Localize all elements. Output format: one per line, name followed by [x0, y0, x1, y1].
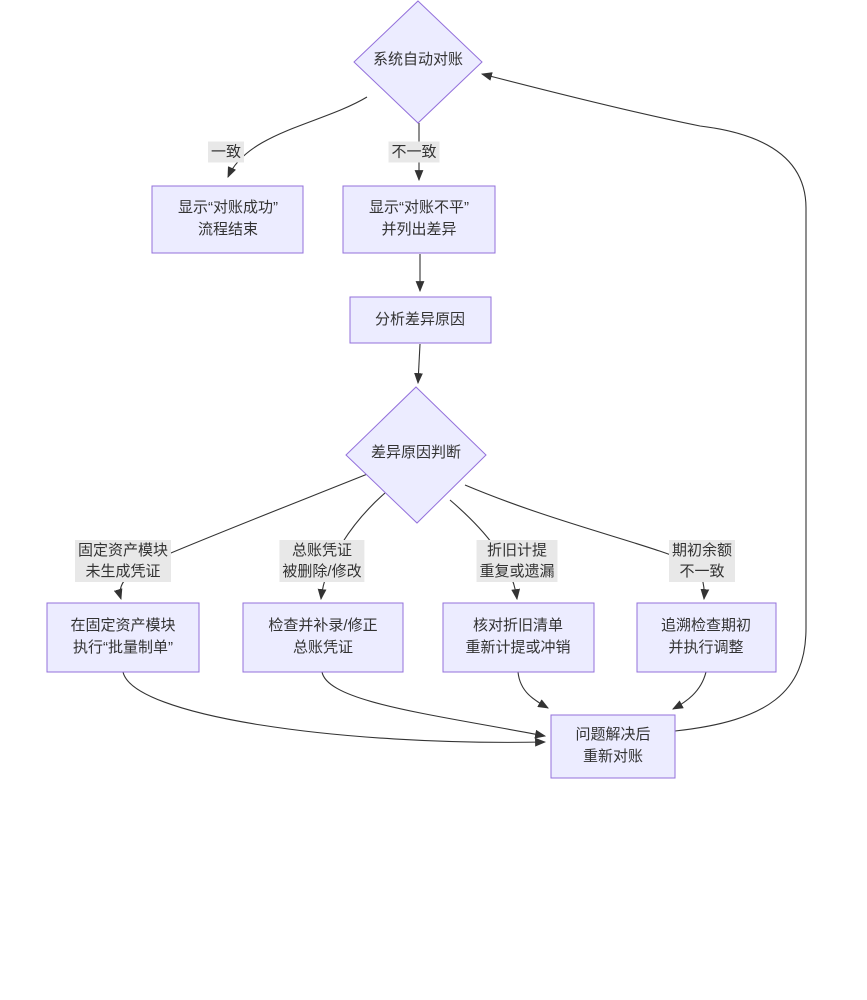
unbalanced-box: [342, 185, 496, 254]
edge-label-fixed-asset-no-voucher: 固定资产模块 未生成凭证: [74, 540, 172, 582]
fix-fixed-asset-box: [46, 602, 200, 673]
success-box: [151, 185, 304, 254]
edge-fix-fixed-asset-to-retry: [122, 671, 547, 747]
analyze-box: [349, 296, 492, 344]
edge-label-mismatch: 不一致: [388, 141, 440, 163]
edge-retry-loop-to-start: [480, 72, 807, 732]
edge-fix-gl-voucher-to-retry: [321, 671, 547, 739]
edge-label-match: 一致: [207, 141, 245, 163]
edge-fix-opening-to-retry: [672, 671, 707, 710]
reason-decision-diamond: [345, 386, 487, 524]
edge-label-gl-voucher-deleted: 总账凭证 被删除/修改: [279, 540, 365, 582]
edge-analyze-to-reason: [414, 343, 423, 385]
edge-reason-to-fix-opening: [464, 484, 710, 601]
node-shape-group: [46, 0, 777, 779]
fix-depreciation-box: [442, 602, 595, 673]
fix-gl-voucher-box: [242, 602, 404, 673]
edge-start-to-success: [227, 96, 368, 179]
edge-label-opening-balance-diff: 期初余额 不一致: [668, 540, 736, 582]
start-decision-diamond: [353, 0, 483, 124]
edge-fix-depreciation-to-retry: [517, 671, 549, 709]
retry-box: [550, 714, 676, 779]
fix-opening-box: [636, 602, 777, 673]
edge-label-depreciation-dup-missed: 折旧计提 重复或遗漏: [476, 540, 558, 582]
